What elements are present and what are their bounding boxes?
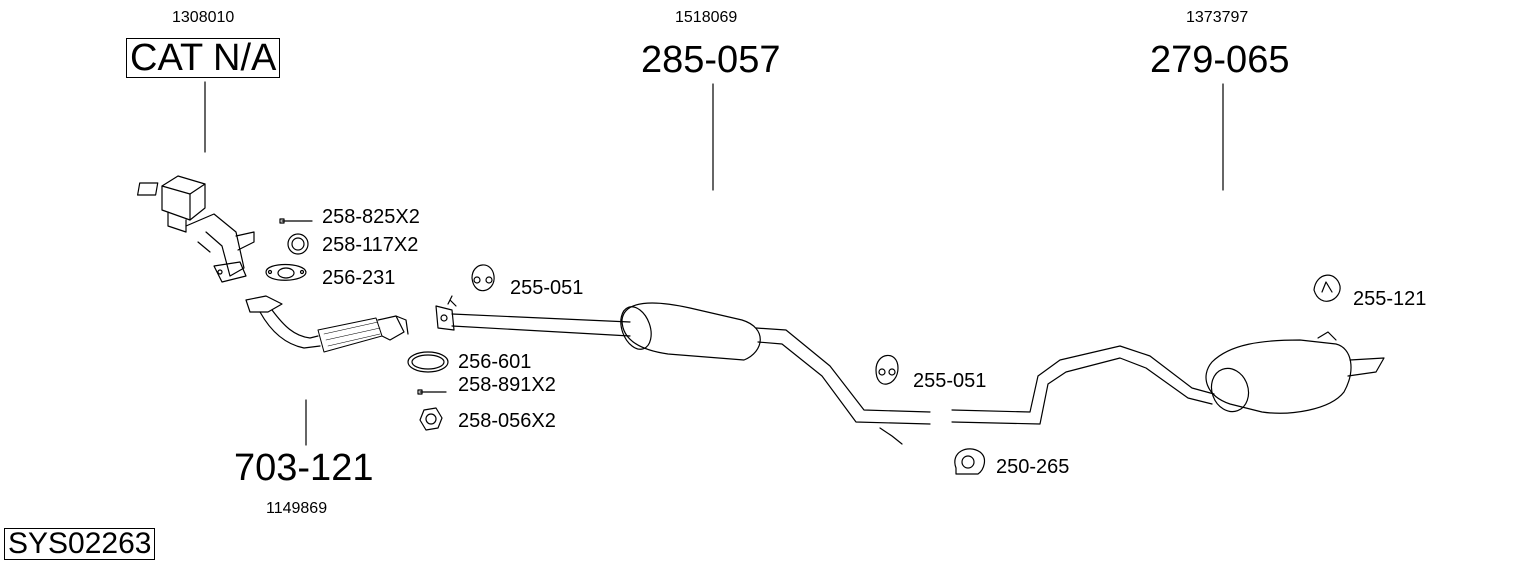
hanger-icon-255-121	[1313, 274, 1341, 302]
ref-number-cat: 1308010	[172, 9, 235, 26]
part-label-258-056x2[interactable]: 258-056X2	[458, 410, 556, 432]
part-label-255-051-a[interactable]: 255-051	[510, 277, 584, 299]
part-label-256-601[interactable]: 256-601	[458, 351, 532, 373]
middle-silencer-part	[435, 295, 931, 445]
catalytic-converter-part	[137, 175, 255, 283]
hanger-icon-255-051-a	[471, 264, 495, 292]
gasket-icon-256-231	[265, 263, 307, 281]
part-code-279-065[interactable]: 279-065	[1150, 39, 1290, 81]
ring-icon-258-117	[287, 233, 309, 255]
part-label-255-051-b[interactable]: 255-051	[913, 370, 987, 392]
part-label-258-117x2[interactable]: 258-117X2	[322, 234, 419, 256]
rear-silencer-part	[951, 331, 1385, 425]
system-code-label: SYS02263	[4, 528, 156, 560]
part-code-cat[interactable]: CAT N/A	[126, 38, 281, 78]
hanger-icon-255-051-b	[875, 354, 899, 385]
nut-icon-258-056	[419, 407, 443, 431]
part-label-250-265[interactable]: 250-265	[996, 456, 1070, 478]
part-code-285-057[interactable]: 285-057	[641, 39, 781, 81]
ref-number-279-065: 1373797	[1186, 9, 1249, 26]
clamp-icon-250-265	[954, 448, 986, 475]
part-label-258-825x2[interactable]: 258-825X2	[322, 206, 420, 228]
part-label-255-121[interactable]: 255-121	[1353, 288, 1427, 310]
part-label-258-891x2[interactable]: 258-891X2	[458, 374, 556, 396]
ref-number-285-057: 1518069	[675, 9, 738, 26]
part-code-703-121[interactable]: 703-121	[234, 447, 374, 489]
front-pipe-part	[245, 295, 409, 353]
ref-number-703-121: 1149869	[266, 500, 328, 517]
bolt-icon-258-825	[279, 218, 313, 224]
bolt-icon-258-891	[417, 389, 447, 395]
gasket-icon-256-601	[407, 351, 449, 373]
part-label-256-231[interactable]: 256-231	[322, 267, 396, 289]
